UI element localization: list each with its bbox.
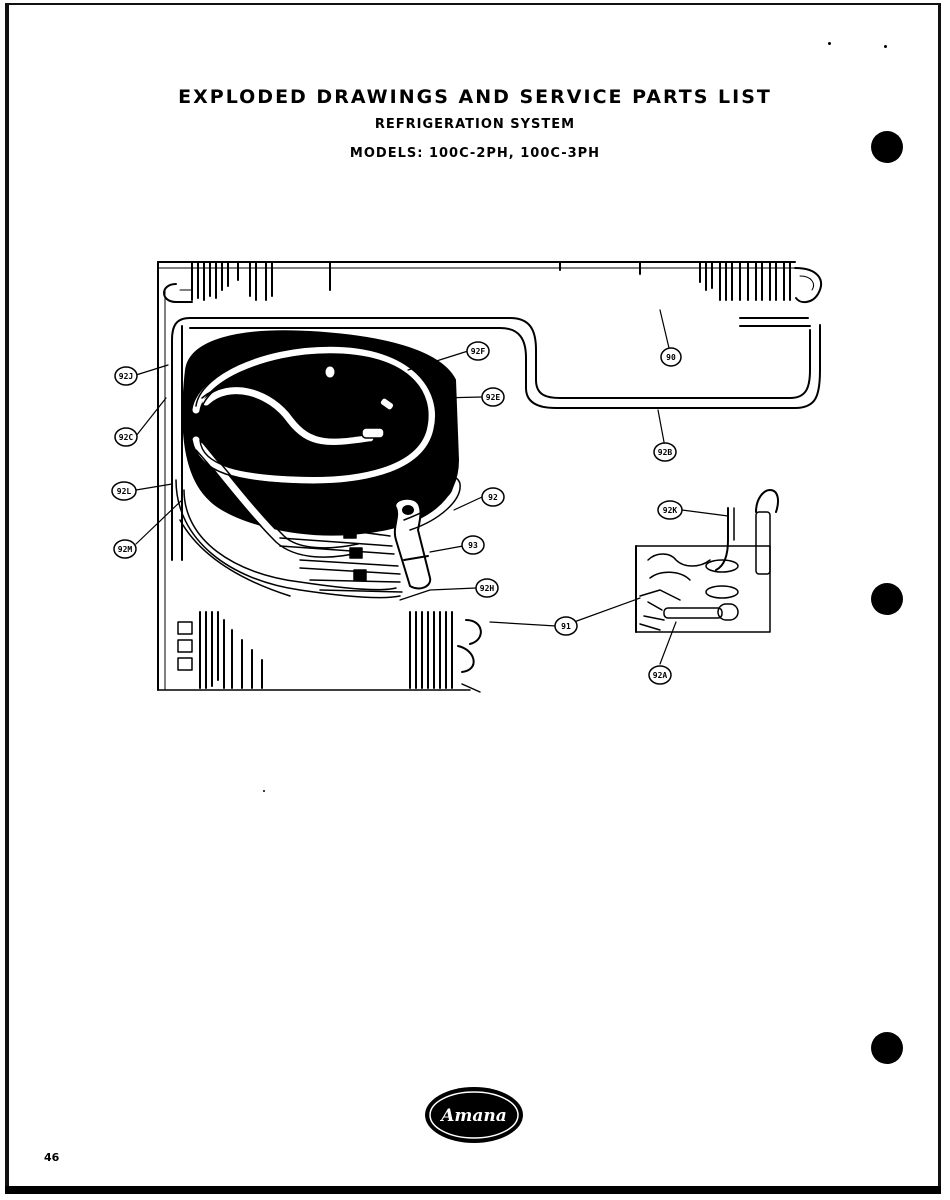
callout-91: 91 — [561, 622, 571, 631]
callout-92h: 92H — [480, 584, 495, 593]
binder-hole-top — [871, 131, 903, 163]
callout-92: 92 — [488, 493, 498, 502]
page-border-bottom — [5, 1186, 941, 1194]
page-number: 46 — [44, 1151, 60, 1164]
callout-92m: 92M — [118, 545, 133, 554]
callout-circles — [111, 341, 683, 685]
logo-text: Amana — [439, 1106, 507, 1126]
callout-92j: 92J — [119, 372, 133, 381]
callout-92a: 92A — [653, 671, 668, 680]
binder-hole-middle — [871, 583, 903, 615]
page-title: EXPLODED DRAWINGS AND SERVICE PARTS LIST — [178, 86, 772, 108]
callout-92c: 92C — [119, 433, 134, 442]
page-border-left — [5, 3, 9, 1193]
leader-lines — [135, 309, 729, 665]
callout-93: 93 — [468, 541, 478, 550]
page-subtitle: REFRIGERATION SYSTEM — [374, 117, 576, 132]
callout-92l: 92L — [117, 487, 132, 496]
page-border-top — [5, 3, 941, 5]
callout-92k: 92K — [663, 506, 678, 515]
page-border-right — [938, 3, 941, 1193]
condenser-coil — [157, 261, 823, 693]
binder-hole-bottom — [871, 1032, 903, 1064]
evaporator-assembly — [635, 489, 779, 633]
suction-tube — [192, 346, 436, 557]
scan-speck — [884, 45, 887, 48]
callout-92b: 92B — [658, 448, 673, 457]
compressor — [182, 330, 459, 536]
callout-labels: 92J 92C 92L 92M 92F 92E 92 93 92H 90 92B… — [117, 347, 678, 680]
scan-speck — [263, 790, 265, 792]
filter-drier — [393, 497, 432, 590]
discharge-lines — [175, 472, 461, 599]
scan-speck — [828, 42, 831, 45]
callout-92e: 92E — [486, 393, 501, 402]
callout-92f: 92F — [471, 347, 486, 356]
tube-loop — [171, 317, 821, 561]
models-line: MODELS: 100C-2PH, 100C-3PH — [349, 146, 601, 161]
callout-90: 90 — [666, 353, 676, 362]
amana-logo: Amana — [425, 1087, 523, 1143]
